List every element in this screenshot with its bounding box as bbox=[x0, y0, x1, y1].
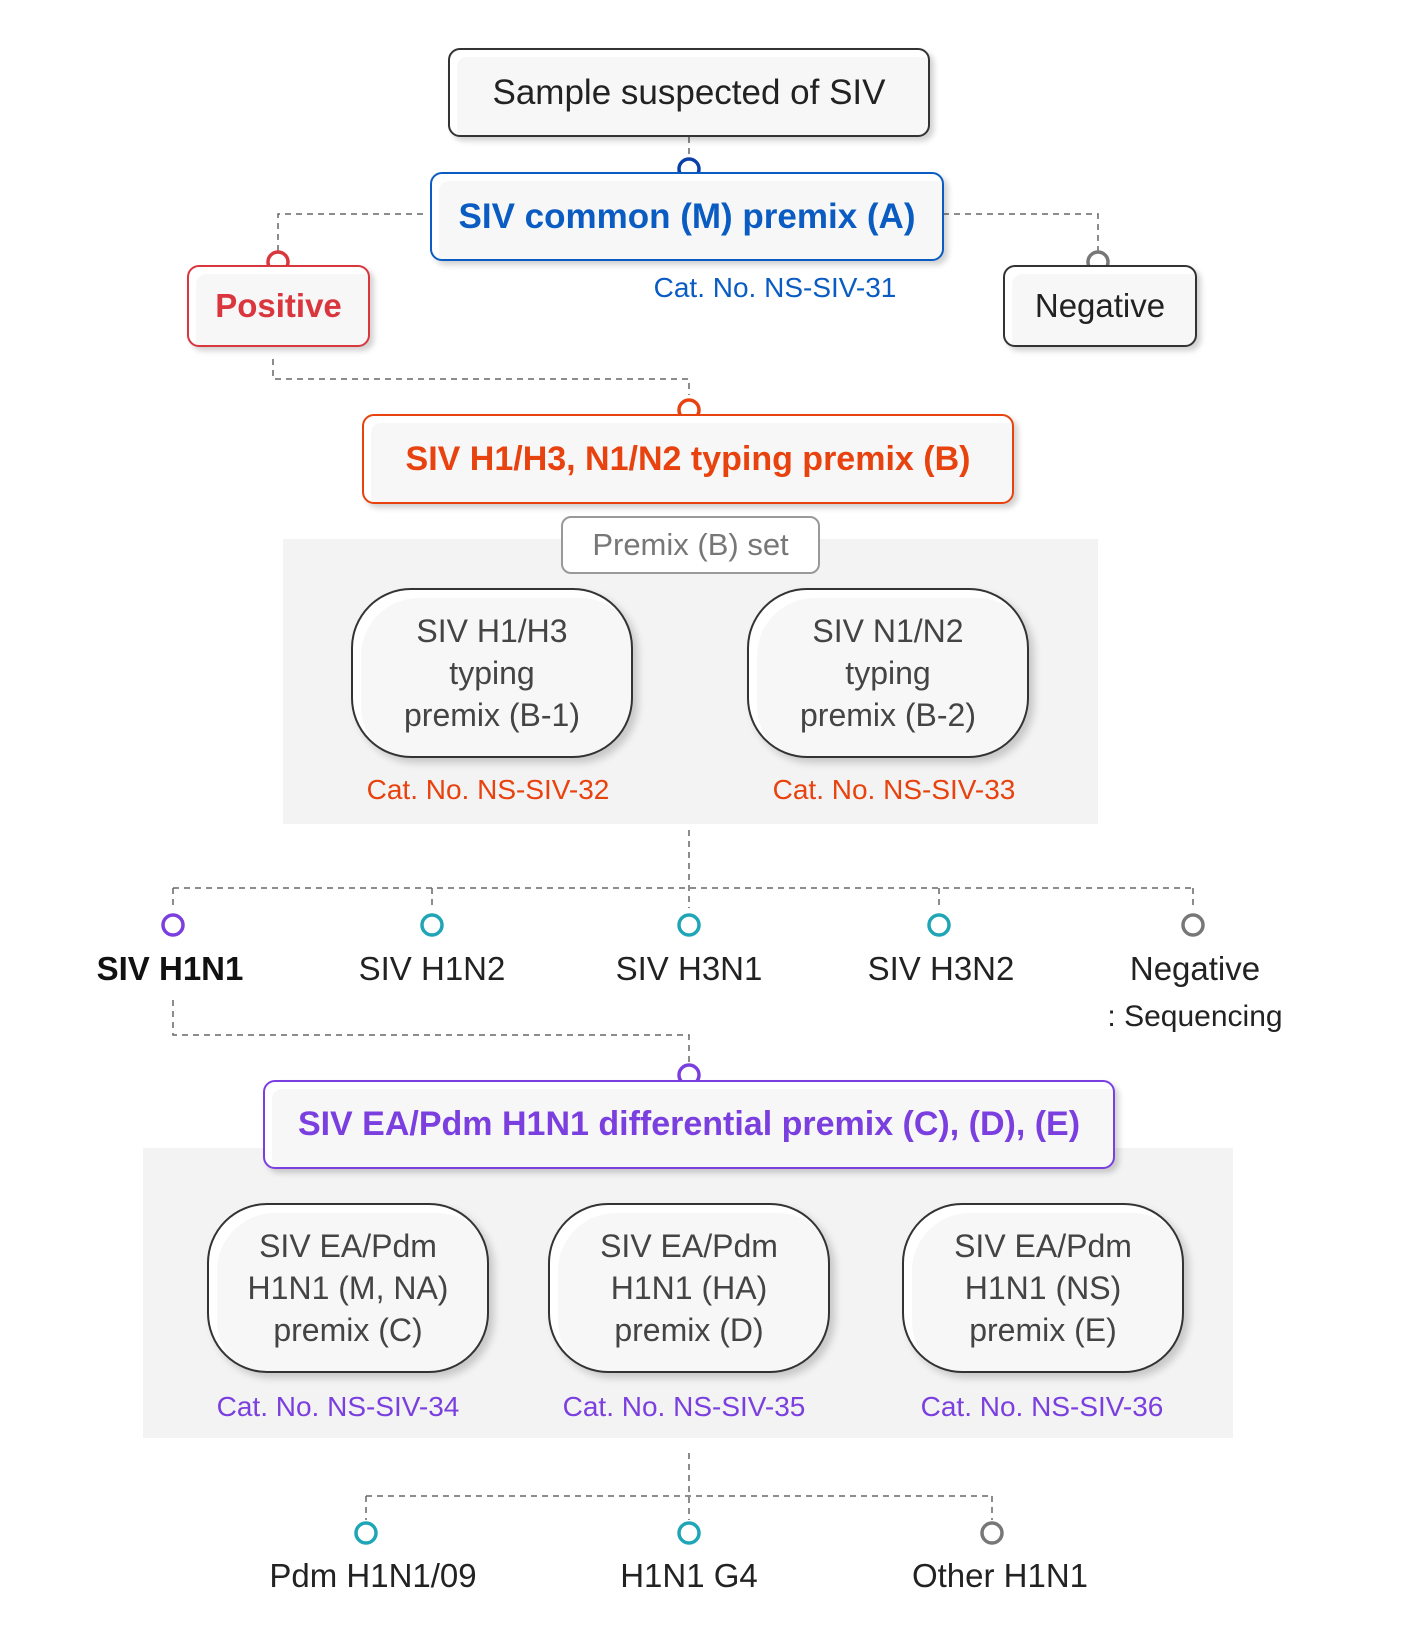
final-other: Other H1N1 bbox=[911, 1557, 1089, 1594]
outcome-h1n1: SIV H1N1 bbox=[96, 950, 244, 987]
marker-h1n2 bbox=[420, 913, 444, 937]
marker-negative-out bbox=[1181, 913, 1205, 937]
cat-c: Cat. No. NS-SIV-34 bbox=[216, 1391, 460, 1422]
sample-node: Sample suspected of SIV bbox=[448, 48, 930, 137]
positive-node: Positive bbox=[187, 265, 370, 347]
outcome-negative: Negative bbox=[1129, 950, 1261, 987]
premix-b-set-tag: Premix (B) set bbox=[561, 516, 820, 574]
premix-cde-node: SIV EA/Pdm H1N1 differential premix (C),… bbox=[263, 1080, 1115, 1169]
marker-h3n2 bbox=[927, 913, 951, 937]
cat-d: Cat. No. NS-SIV-35 bbox=[562, 1391, 806, 1422]
c-label: SIV EA/Pdm H1N1 (M, NA) premix (C) bbox=[247, 1228, 449, 1348]
positive-label: Positive bbox=[215, 287, 342, 324]
final-pdm: Pdm H1N1/09 bbox=[269, 1557, 477, 1594]
outcome-sequencing: : Sequencing bbox=[1107, 1000, 1283, 1033]
premix-a-node: SIV common (M) premix (A) bbox=[430, 172, 944, 261]
final-g4: H1N1 G4 bbox=[620, 1557, 758, 1594]
e-node: SIV EA/Pdm H1N1 (NS) premix (E) bbox=[902, 1203, 1184, 1373]
b2-label: SIV N1/N2 typing premix (B-2) bbox=[799, 613, 976, 733]
e-label: SIV EA/Pdm H1N1 (NS) premix (E) bbox=[954, 1228, 1132, 1348]
outcome-h3n1: SIV H3N1 bbox=[615, 950, 763, 987]
b1-label: SIV H1/H3 typing premix (B-1) bbox=[403, 613, 580, 733]
outcome-h3n2: SIV H3N2 bbox=[867, 950, 1015, 987]
cat-b2: Cat. No. NS-SIV-33 bbox=[772, 774, 1016, 805]
marker-h3n1 bbox=[677, 913, 701, 937]
cat-b1: Cat. No. NS-SIV-32 bbox=[366, 774, 610, 805]
premix-cde-label: SIV EA/Pdm H1N1 differential premix (C),… bbox=[297, 1105, 1081, 1143]
d-label: SIV EA/Pdm H1N1 (HA) premix (D) bbox=[600, 1228, 778, 1348]
cat-e: Cat. No. NS-SIV-36 bbox=[920, 1391, 1164, 1422]
b1-node: SIV H1/H3 typing premix (B-1) bbox=[351, 588, 633, 758]
negative-top-label: Negative bbox=[1034, 287, 1166, 324]
premix-a-label: SIV common (M) premix (A) bbox=[458, 196, 916, 236]
premix-b-set-label: Premix (B) set bbox=[592, 527, 789, 562]
c-node: SIV EA/Pdm H1N1 (M, NA) premix (C) bbox=[207, 1203, 489, 1373]
sample-label: Sample suspected of SIV bbox=[492, 72, 886, 112]
b2-node: SIV N1/N2 typing premix (B-2) bbox=[747, 588, 1029, 758]
marker-g4 bbox=[677, 1521, 701, 1545]
marker-h1n1 bbox=[161, 913, 185, 937]
d-node: SIV EA/Pdm H1N1 (HA) premix (D) bbox=[548, 1203, 830, 1373]
outcome-h1n2: SIV H1N2 bbox=[358, 950, 506, 987]
marker-pdm bbox=[354, 1521, 378, 1545]
premix-b-label: SIV H1/H3, N1/N2 typing premix (B) bbox=[405, 439, 971, 478]
cat-a: Cat. No. NS-SIV-31 bbox=[653, 272, 897, 303]
premix-b-node: SIV H1/H3, N1/N2 typing premix (B) bbox=[362, 414, 1014, 504]
marker-other bbox=[980, 1521, 1004, 1545]
negative-top-node: Negative bbox=[1003, 265, 1197, 347]
